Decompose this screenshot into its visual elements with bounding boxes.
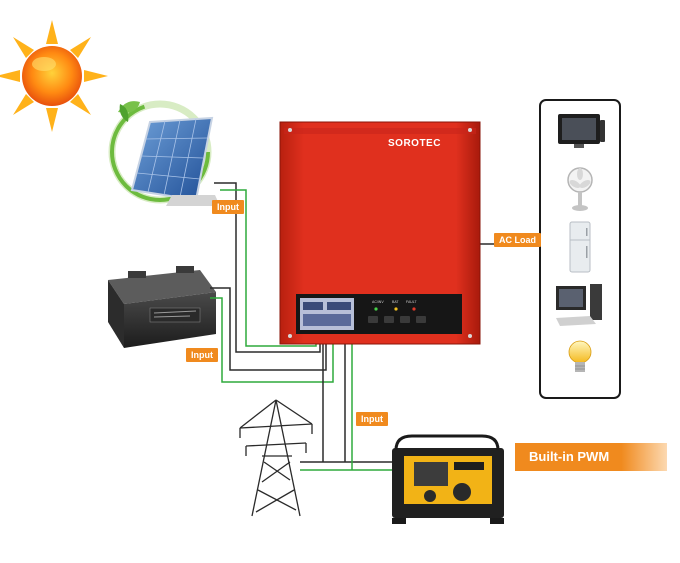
- inverter-unit: AC/INV BAT FAULT: [279, 121, 481, 345]
- built-in-pwm-banner: Built-in PWM: [515, 443, 667, 471]
- computer-icon: [556, 284, 602, 326]
- ac-load-label: AC Load: [494, 233, 541, 247]
- indicator-label-fault: FAULT: [406, 300, 417, 304]
- tv-icon: [558, 114, 605, 148]
- solar-panel-icon: [108, 100, 220, 206]
- light-bulb-icon: [568, 340, 592, 372]
- power-tower-icon: [239, 399, 313, 517]
- brand-logo: SOROTEC: [388, 138, 441, 149]
- sun-icon: [0, 20, 108, 132]
- wiring: [210, 182, 540, 471]
- fan-icon: [567, 167, 593, 211]
- battery-icon: [108, 266, 216, 348]
- refrigerator-icon: [569, 221, 591, 273]
- input-label-generator: Input: [356, 412, 388, 426]
- input-label-solar: Input: [212, 200, 244, 214]
- input-label-battery: Input: [186, 348, 218, 362]
- control-buttons[interactable]: [368, 316, 426, 323]
- indicator-label-bat: BAT: [392, 300, 399, 304]
- indicator-label-ac-inv: AC/INV: [372, 300, 384, 304]
- generator-icon: [392, 434, 504, 524]
